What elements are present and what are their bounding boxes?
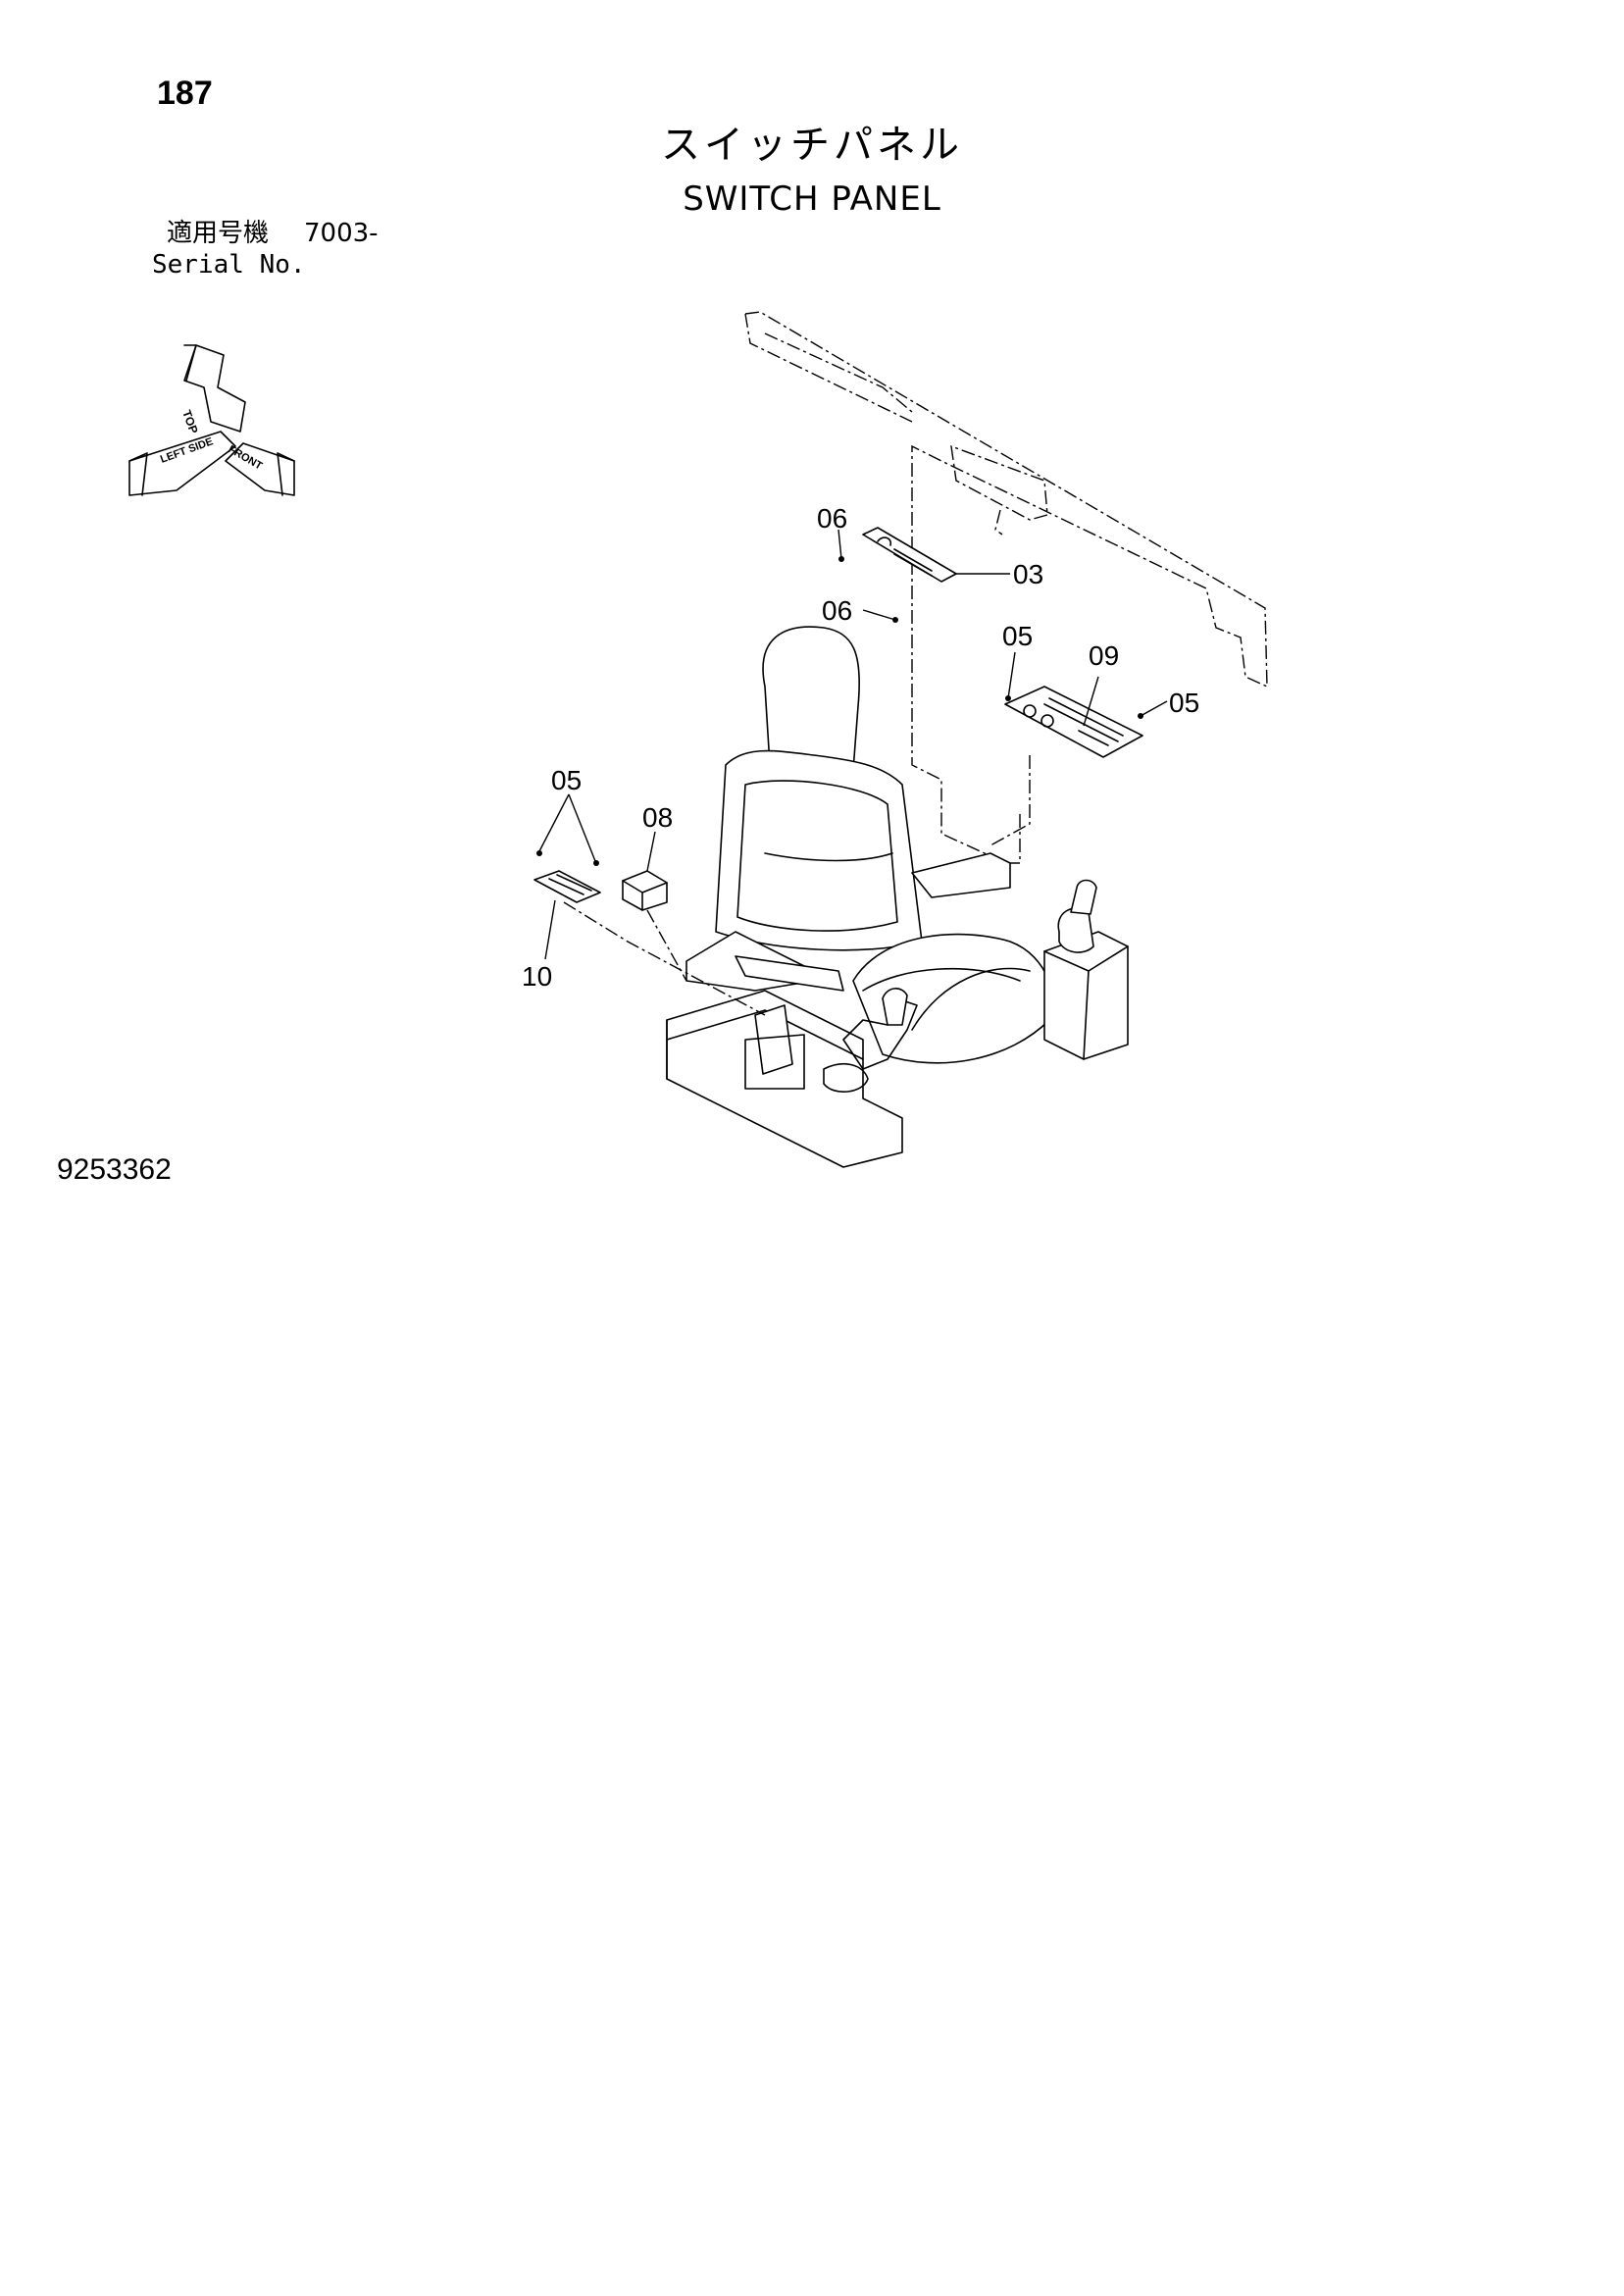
page-number: 187	[157, 75, 213, 112]
serial-label-english: Serial No.	[152, 250, 306, 280]
callout-10: 10	[522, 961, 552, 992]
right-console	[1043, 879, 1129, 1060]
leader-lines	[538, 529, 1168, 1016]
title-japanese: スイッチパネル	[661, 123, 963, 168]
callout-05-panel-right: 05	[1169, 688, 1199, 718]
part-10-plate	[533, 870, 601, 903]
callout-03: 03	[1013, 559, 1043, 589]
left-console	[666, 988, 918, 1168]
callout-09: 09	[1089, 640, 1119, 671]
orientation-arrows-icon: TOP LEFT SIDE FRONT	[128, 344, 295, 496]
callout-06-upper: 06	[817, 503, 847, 534]
orientation-top-label: TOP	[179, 408, 201, 435]
serial-label-japanese: 適用号機	[167, 219, 270, 248]
callout-05-plate: 05	[551, 765, 582, 795]
part-08-switch	[622, 870, 668, 911]
serial-range: 7003-	[304, 219, 379, 248]
title-english: SWITCH PANEL	[683, 179, 941, 219]
part-09-switch-panel	[1004, 686, 1143, 758]
drawing-number: 9253362	[57, 1153, 172, 1186]
callout-05-panel-left: 05	[1002, 621, 1033, 651]
part-03-switch-panel	[862, 527, 957, 583]
operator-seat	[685, 626, 1054, 1064]
callout-06-lower: 06	[822, 595, 852, 626]
callout-08: 08	[642, 802, 673, 833]
orientation-left-label: LEFT SIDE	[159, 435, 215, 466]
